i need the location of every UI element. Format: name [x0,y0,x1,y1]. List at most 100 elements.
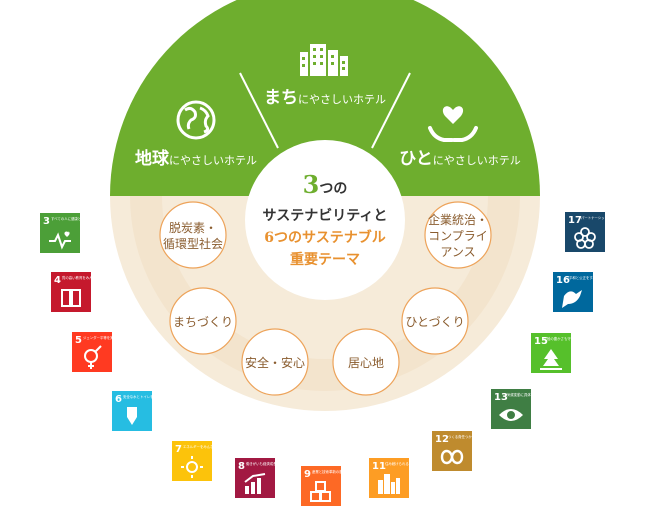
theme-label: 安全・安心 [245,355,305,370]
sdg-goal-text: 働きがいも経済成長も [246,461,280,466]
theme-circle-shape [332,328,400,396]
sdg-goal-text: つくる責任つかう責任 [448,434,482,439]
theme-label: 循環型社会 [163,236,223,251]
sdg-goal-text: エネルギーをみんなにそしてクリーンに [183,444,244,449]
theme-circle-shape [169,287,237,355]
section-main: まち [264,88,298,108]
section-label-hito: ひとにやさしいホテル [399,149,521,169]
sdg-tile-bg [40,213,80,253]
sdg-number: 13 [494,392,508,403]
theme-label: アンス [440,245,475,259]
sdg-number: 5 [75,335,82,346]
sdg-goal-text: 陸の豊かさも守ろう [547,336,578,341]
upper-green-half [110,0,540,196]
section-label-machi: まちにやさしいホテル [264,88,386,108]
section-main: 地球 [135,148,170,169]
book-icon [61,289,81,307]
sdg-number: 17 [568,215,582,226]
water-icon [127,407,137,425]
sdg-goal-text: ジェンダー平等を実現しよう [83,335,127,340]
sdg-goal-text: パートナーシップで目標を達成しよう [581,215,639,220]
heartbeat-icon [49,231,71,250]
center-line2: サステナビリティと [263,208,388,224]
center-line3: 6つのサステナブル [264,229,385,246]
sdg-number: 16 [556,275,570,286]
sdg-goal-text: すべての人に健康と福祉を [51,216,91,221]
section-sub: にやさしいホテル [169,154,257,167]
sdg-number: 12 [435,434,449,445]
theme-label: コンプライ [428,229,488,243]
flower-icon [574,227,596,249]
theme-circle-shape [401,287,469,355]
infinity-icon [440,449,464,465]
theme-circle: 安全・安心 [241,328,309,396]
sdg-number: 6 [115,394,122,405]
globe-icon [176,100,216,140]
dove-icon [562,290,582,308]
sdg-goal-text: 産業と技術革新の基盤をつくろう [312,469,363,474]
cubes-icon [310,481,331,502]
theme-circle-shape [159,201,227,269]
sdg-number: 4 [54,275,61,286]
sdg-number: 9 [304,469,311,480]
theme-circle: ひとづくり [401,287,469,355]
gender-icon [84,345,102,369]
sdg-number: 11 [372,461,386,472]
theme-label: まちづくり [173,315,233,329]
tree-icon [540,349,562,370]
theme-label: 居心地 [348,356,384,370]
sdg-goal-text: 平和と公正をすべての人に [569,275,610,280]
sdg-tile-bg [432,431,472,471]
city-icon [378,474,400,494]
theme-circle: まちづくり [169,287,237,355]
theme-label: 脱炭素・ [169,220,217,235]
sdg-number: 8 [238,461,245,472]
center-line4: 重要テーマ [290,251,360,268]
section-sub: にやさしいホテル [433,154,521,167]
center-number: 3 [303,170,320,199]
center-circle [245,140,405,300]
divider-left [239,72,279,149]
sdg-number: 15 [534,336,548,347]
center-line1: 3つの [303,170,348,199]
divider-right [371,72,411,149]
sdg-number: 3 [43,216,50,227]
theme-label: 企業統治・ [428,212,488,227]
center-line1-rest: つの [319,181,347,197]
section-label-chikyu: 地球にやさしいホテル [135,148,257,169]
sdg-goal-text: 気候変動に具体的な対策を [507,392,548,397]
theme-circle: 脱炭素・循環型社会 [159,201,227,269]
theme-circle: 居心地 [332,328,400,396]
sdg-number: 7 [175,444,182,455]
buildings-icon [300,44,348,76]
sdg-goal-text: 安全な水とトイレを世界中に [123,394,168,399]
section-main: ひと [399,149,433,169]
theme-circle-shape [241,328,309,396]
section-sub: にやさしいホテル [298,93,386,106]
theme-label: ひとづくり [405,315,464,329]
sdg-goal-text: 質の高い教育をみんなに [62,275,100,280]
sdg-goal-text: 住み続けられるまちづくりを [385,461,429,466]
theme-circle-shape [424,201,492,269]
growth-icon [244,473,266,494]
eye-icon [499,409,523,421]
hands-heart-icon [428,106,478,142]
sun-icon [181,456,203,478]
